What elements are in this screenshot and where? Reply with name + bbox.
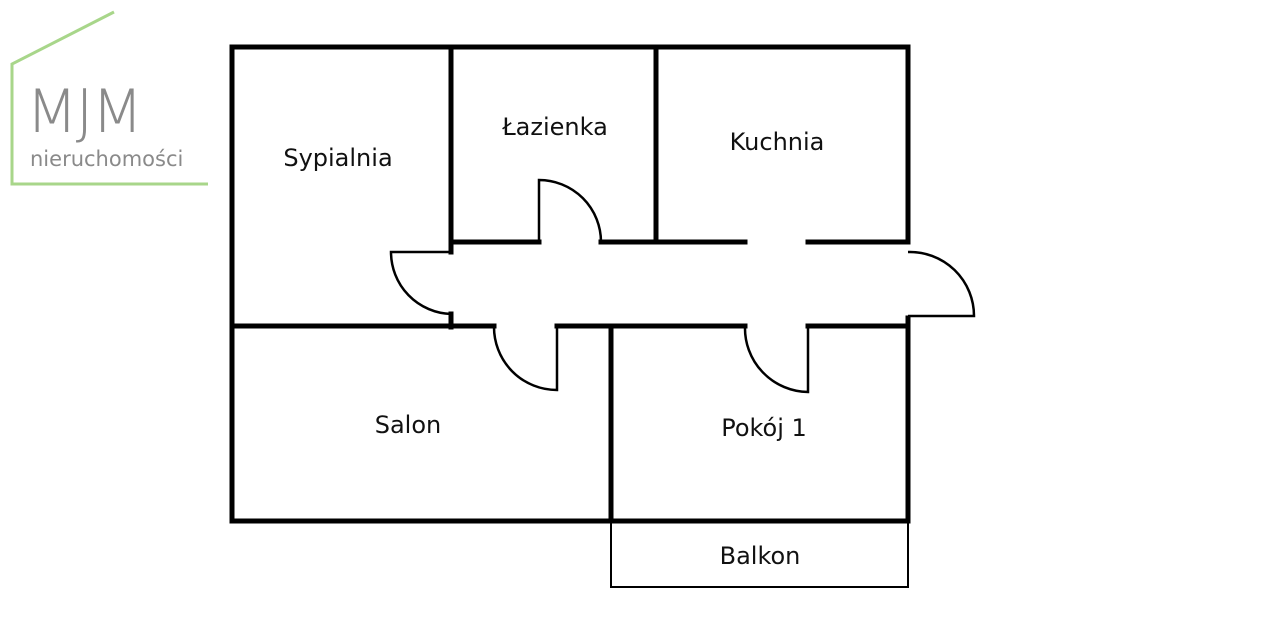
door-sypialnia (389, 250, 452, 316)
room-label-lazienka: Łazienka (501, 113, 608, 141)
room-label-kuchnia: Kuchnia (730, 128, 825, 156)
room-label-balkon: Balkon (720, 542, 801, 570)
company-logo: MJM nieruchomości (10, 10, 208, 186)
door-entrance (907, 250, 976, 318)
logo-roof-outline (10, 10, 208, 186)
room-labels: Sypialnia Łazienka Kuchnia Salon Pokój 1… (283, 113, 824, 570)
room-label-salon: Salon (375, 411, 442, 439)
balcony (610, 520, 909, 588)
balcony-outline (610, 520, 909, 588)
logo-brand-text: MJM (26, 77, 141, 147)
room-label-sypialnia: Sypialnia (283, 144, 392, 172)
logo-tagline-text: nieruchomości (30, 147, 183, 171)
door-salon (492, 325, 559, 392)
room-label-pokoj1: Pokój 1 (721, 414, 807, 442)
door-lazienka (537, 178, 603, 243)
walls (229, 44, 911, 524)
door-pokoj1 (743, 325, 810, 394)
doors (389, 178, 976, 394)
